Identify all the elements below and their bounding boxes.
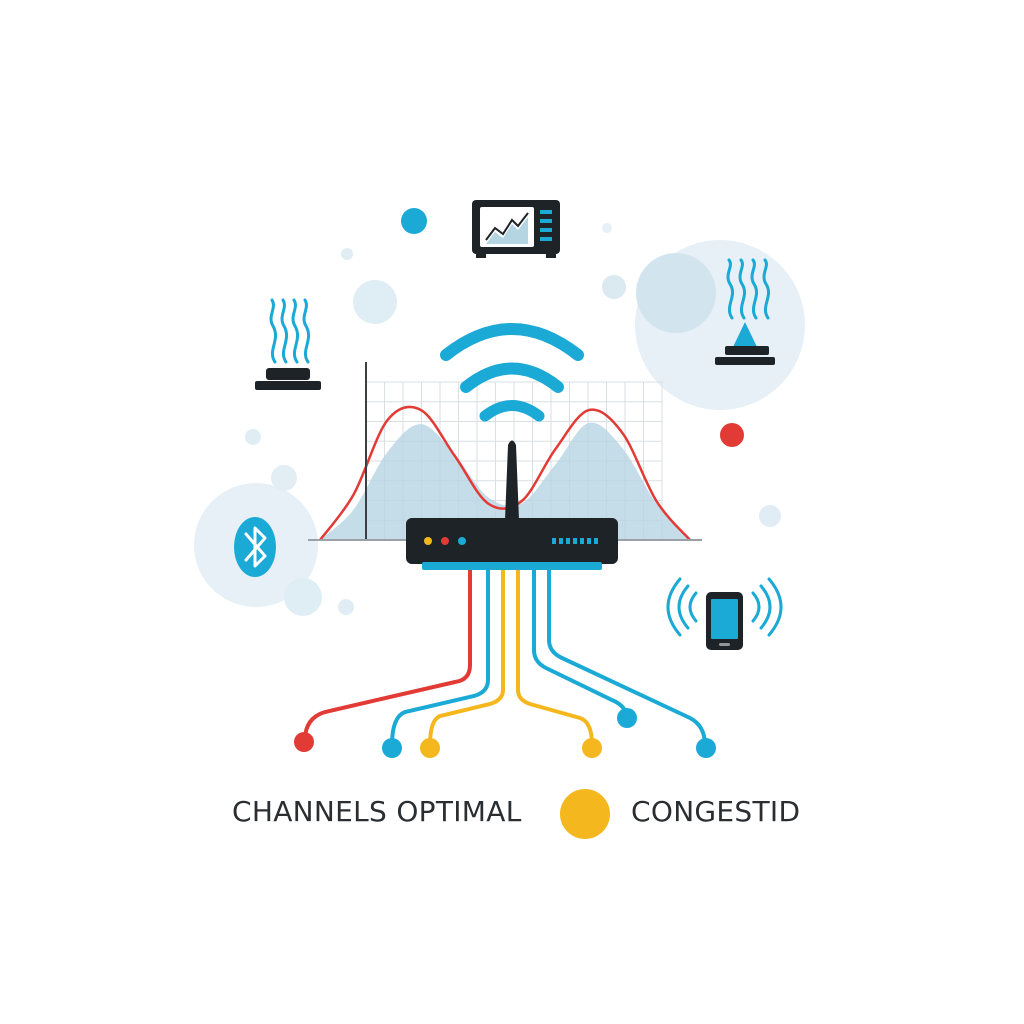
cable-endpoint	[582, 738, 602, 758]
cable-endpoint	[696, 738, 716, 758]
accent-dot-red	[720, 423, 744, 447]
chart-area-series	[320, 422, 690, 540]
bubble	[338, 599, 354, 615]
router-base	[422, 562, 602, 570]
bubble	[636, 253, 716, 333]
router-led-red	[441, 537, 449, 545]
legend-marker	[560, 789, 610, 839]
heat-source-icon	[255, 298, 321, 390]
heat-source-icon	[715, 258, 775, 365]
wifi-router-icon	[406, 440, 618, 570]
router-body	[406, 518, 618, 564]
bubble	[341, 248, 353, 260]
cables	[303, 568, 707, 747]
bubble	[284, 578, 322, 616]
router-antenna	[505, 440, 519, 520]
bubble	[602, 223, 612, 233]
cable-endpoint	[617, 708, 637, 728]
bubble	[759, 505, 781, 527]
bubble	[271, 465, 297, 491]
smartphone-signal-icon	[666, 577, 783, 650]
cable-yellow-right	[516, 568, 594, 747]
router-led-blue	[458, 537, 466, 545]
router-led-yellow	[424, 537, 432, 545]
background-bubbles	[194, 208, 805, 616]
chart-line-series	[318, 405, 691, 541]
cable-endpoint	[420, 738, 440, 758]
cable-endpoint	[294, 732, 314, 752]
cable-endpoint	[382, 738, 402, 758]
microwave-monitor-icon	[472, 200, 560, 258]
bubble	[353, 280, 397, 324]
accent-dot-blue	[401, 208, 427, 234]
cable-red	[303, 568, 472, 742]
cable-blue-right	[547, 568, 707, 747]
router-port-bar	[552, 538, 598, 544]
legend-label-channels-optimal: CHANNELS OPTIMAL	[232, 795, 522, 828]
cable-yellow-left	[428, 568, 505, 747]
legend-label-congested: CONGESTID	[631, 795, 801, 828]
cable-blue-left	[390, 568, 490, 747]
bubble	[245, 429, 261, 445]
bluetooth-icon	[234, 517, 276, 577]
bubble	[602, 275, 626, 299]
cable-endpoints	[294, 708, 716, 758]
wifi-signal-icon	[440, 323, 584, 422]
